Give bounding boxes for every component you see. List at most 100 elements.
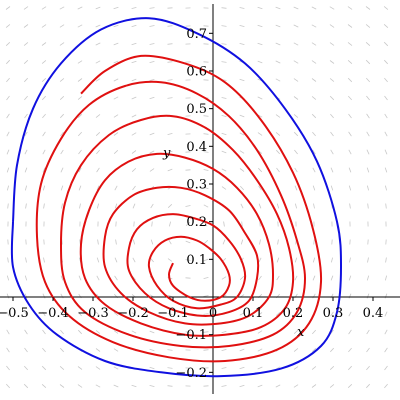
field-arrow [59,24,65,28]
field-arrow [95,60,101,64]
field-arrow [96,167,100,173]
field-arrow [257,132,263,136]
field-arrow [95,366,101,370]
field-arrow [167,204,173,208]
field-arrow [275,384,281,388]
field-arrow [294,149,298,155]
field-arrow [167,61,173,63]
field-arrow [149,79,155,81]
field-arrow [113,78,119,82]
field-arrow [348,329,352,335]
field-arrow [96,257,100,263]
field-arrow [79,203,81,209]
field-arrow [221,7,227,9]
field-arrow [96,275,100,281]
field-arrow [60,347,64,353]
field-arrow [95,24,101,28]
field-arrow [77,366,83,370]
field-arrow [113,114,119,118]
field-arrow [6,131,10,137]
field-arrow [6,113,10,119]
field-arrow [384,329,388,335]
field-arrow [43,257,45,263]
field-arrow [6,167,10,173]
field-arrow [60,131,64,137]
field-arrow [239,132,245,136]
field-arrow [258,203,262,209]
field-arrow [348,275,352,281]
field-arrow [294,257,298,263]
field-arrow [312,275,316,281]
field-arrow [293,24,299,28]
field-arrow [293,330,299,334]
field-arrow [167,258,173,262]
field-arrow [77,24,83,28]
field-arrow [257,42,263,46]
field-arrow [97,203,99,209]
field-arrow [60,167,64,173]
field-arrow [312,131,316,137]
field-arrow [96,311,100,317]
field-arrow [113,348,119,352]
field-arrow [6,275,10,281]
field-arrow [240,239,244,245]
field-arrow [42,131,46,137]
field-arrow [95,330,101,334]
field-arrow [7,203,9,209]
field-arrow [347,42,353,46]
field-arrow [60,311,64,317]
field-arrow [6,311,10,317]
field-arrow [5,6,11,10]
field-arrow [113,384,119,388]
field-arrow [221,168,227,172]
field-arrow [348,365,352,371]
field-arrow [311,24,317,28]
field-arrow [78,131,82,137]
field-arrow [149,7,155,9]
field-arrow [275,114,281,118]
field-arrow [149,330,155,334]
field-arrow [311,6,317,10]
field-arrow [221,115,227,117]
field-arrow [132,275,136,281]
field-arrow [23,383,29,389]
field-arrow [5,24,11,28]
field-arrow [42,95,46,101]
field-arrow [168,239,172,245]
y-tick-label: 0.2 [186,215,207,230]
field-arrow [41,78,47,82]
field-arrow [59,6,65,10]
field-arrow [275,60,281,64]
field-arrow [347,384,353,388]
field-arrow [113,24,119,28]
field-arrow [149,150,155,154]
field-arrow [167,313,173,315]
field-arrow [23,24,29,28]
field-arrow [95,78,101,82]
x-axis-label: x [297,325,305,340]
field-arrow [113,96,119,100]
field-arrow [60,275,64,281]
field-arrow [115,239,117,245]
field-arrow [366,131,370,137]
field-arrow [60,113,64,119]
field-arrow [311,42,317,46]
field-arrow [185,240,191,244]
field-arrow [293,60,299,64]
field-arrow [41,24,47,28]
field-arrow [131,132,137,136]
field-arrow [24,131,28,137]
field-arrow [330,131,334,137]
x-tick-label: 0.2 [283,306,304,321]
field-arrow [221,97,227,99]
field-arrow [77,78,83,82]
field-arrow [131,60,137,64]
field-arrow [258,185,262,191]
trajectories [10,17,342,378]
field-arrow [132,203,136,209]
field-arrow [114,257,118,263]
field-arrow [131,7,137,9]
field-arrow [239,366,245,370]
field-arrow [149,385,155,387]
